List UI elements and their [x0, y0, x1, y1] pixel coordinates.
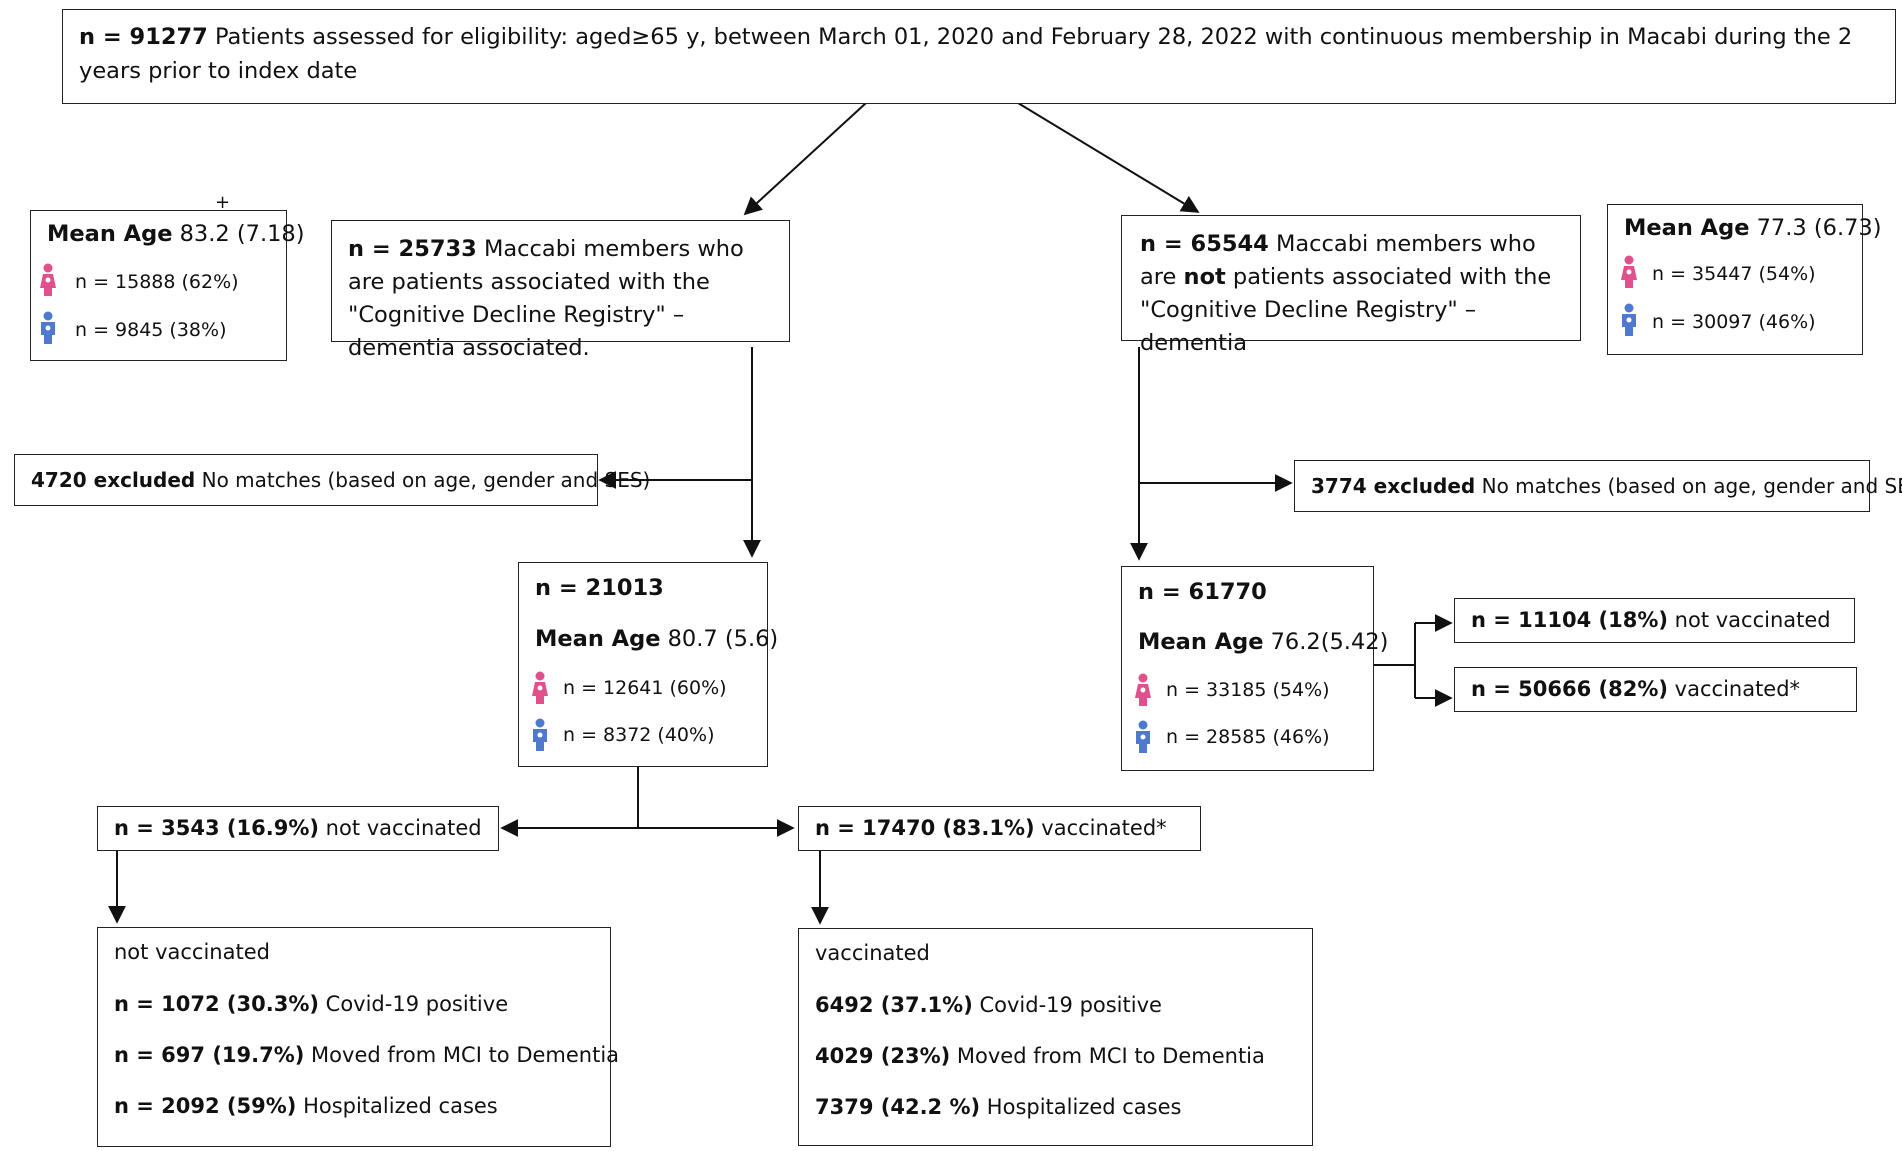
mean-age-value: 83.2 (7.18): [172, 221, 305, 247]
right-stats-mean: Mean Age 77.3 (6.73): [1624, 215, 1882, 242]
right-group-description-1: Maccabi members who are: [1140, 231, 1536, 290]
right-group-box: n = 65544 Maccabi members who are not pa…: [1121, 215, 1581, 356]
outcome-vaccinated-box: vaccinated 6492 (37.1%) Covid-19 positiv…: [798, 928, 1313, 1146]
right-vaccinated-box: n = 50666 (82%) vaccinated*: [1454, 667, 1857, 712]
outcome-count: 6492 (37.1%): [815, 993, 973, 1017]
outcome-count: n = 1072 (30.3%): [114, 992, 319, 1016]
mean-age-label: Mean Age: [47, 221, 173, 247]
right-matched-n: n = 61770: [1138, 579, 1267, 606]
right-stats-box: Mean Age 77.3 (6.73) n = 35447 (54%) n =…: [1607, 204, 1882, 355]
right-stats-female: n = 35447 (54%): [1652, 263, 1816, 285]
right-group-not: not: [1183, 264, 1226, 290]
eligibility-n: n = 91277: [79, 24, 208, 50]
right-vaccinated-label: vaccinated*: [1668, 677, 1801, 701]
outcome-count: 4029 (23%): [815, 1044, 951, 1068]
left-stats-mean: Mean Age 83.2 (7.18): [47, 221, 305, 248]
eligibility-description: Patients assessed for eligibility: aged≥…: [79, 24, 1853, 84]
arrow-top-to-left: [743, 102, 867, 216]
outcome-row: 4029 (23%) Moved from MCI to Dementia: [815, 1044, 1265, 1069]
outcome-row: n = 2092 (59%) Hospitalized cases: [114, 1094, 498, 1119]
outcome-label: Hospitalized cases: [980, 1095, 1182, 1119]
arrow-top-to-right: [1017, 102, 1200, 213]
outcome-vaccinated-title: vaccinated: [815, 941, 930, 965]
female-person-icon: [40, 263, 56, 296]
matched-n-value: n = 21013: [535, 575, 664, 601]
mean-age-label: Mean Age: [535, 626, 661, 652]
right-excluded-reason: No matches (based on age, gender and SES…: [1475, 474, 1902, 498]
left-excluded-box: 4720 excluded No matches (based on age, …: [14, 454, 650, 506]
left-group-n: n = 25733: [348, 236, 477, 262]
female-person-icon: [532, 671, 548, 704]
right-matched-male: n = 28585 (46%): [1166, 726, 1330, 748]
right-excluded-text: 3774 excluded No matches (based on age, …: [1311, 474, 1902, 498]
outcome-not-vaccinated-title: not vaccinated: [114, 940, 270, 964]
right-vaccinated-text: n = 50666 (82%) vaccinated*: [1471, 677, 1800, 702]
right-group-n: n = 65544: [1140, 231, 1269, 257]
right-not-vaccinated-count: n = 11104 (18%): [1471, 608, 1668, 632]
left-vaccinated-text: n = 17470 (83.1%) vaccinated*: [815, 816, 1167, 841]
left-matched-mean: Mean Age 80.7 (5.6): [535, 626, 778, 653]
left-excluded-text: 4720 excluded No matches (based on age, …: [31, 468, 650, 492]
male-person-icon: [1622, 303, 1636, 336]
left-matched-box: n = 21013 Mean Age 80.7 (5.6) n = 12641 …: [518, 562, 778, 767]
left-not-vaccinated-text: n = 3543 (16.9%) not vaccinated: [114, 816, 482, 841]
left-excluded-reason: No matches (based on age, gender and SES…: [195, 468, 651, 492]
right-stats-male: n = 30097 (46%): [1652, 311, 1816, 333]
left-matched-n: n = 21013: [535, 575, 664, 602]
male-person-icon: [1136, 720, 1150, 753]
matched-n-value: n = 61770: [1138, 579, 1267, 605]
outcome-label: Hospitalized cases: [296, 1094, 498, 1118]
left-group-box: n = 25733 Maccabi members who are patien…: [331, 220, 790, 361]
mean-age-value: 80.7 (5.6): [660, 626, 779, 652]
outcome-count: n = 2092 (59%): [114, 1094, 297, 1118]
outcome-row: n = 697 (19.7%) Moved from MCI to Dement…: [114, 1043, 619, 1068]
left-matched-female: n = 12641 (60%): [563, 677, 727, 699]
outcome-label: Covid-19 positive: [318, 992, 509, 1016]
left-vaccinated-box: n = 17470 (83.1%) vaccinated*: [798, 806, 1201, 851]
outcome-row: 6492 (37.1%) Covid-19 positive: [815, 993, 1162, 1018]
eligibility-box: n = 91277 Patients assessed for eligibil…: [62, 9, 1896, 104]
female-person-icon: [1135, 673, 1151, 706]
plus-mark: +: [215, 192, 231, 213]
outcome-count: n = 697 (19.7%): [114, 1043, 305, 1067]
right-vaccinated-count: n = 50666 (82%): [1471, 677, 1668, 701]
outcome-not-vaccinated-box: not vaccinated n = 1072 (30.3%) Covid-19…: [97, 927, 619, 1147]
right-not-vaccinated-box: n = 11104 (18%) not vaccinated: [1454, 598, 1855, 643]
outcome-row: 7379 (42.2 %) Hospitalized cases: [815, 1095, 1181, 1120]
left-vaccinated-label: vaccinated*: [1034, 816, 1167, 840]
male-person-icon: [533, 718, 547, 751]
left-not-vaccinated-box: n = 3543 (16.9%) not vaccinated: [97, 806, 499, 851]
left-stats-female: n = 15888 (62%): [75, 271, 239, 293]
right-matched-mean: Mean Age 76.2(5.42): [1138, 629, 1388, 656]
outcome-label: Covid-19 positive: [972, 993, 1162, 1017]
male-person-icon: [41, 311, 55, 344]
mean-age-value: 77.3 (6.73): [1749, 215, 1882, 241]
right-group-description-2: patients associated with the "Cognitive …: [1140, 264, 1552, 356]
right-group-text: n = 65544 Maccabi members who are not pa…: [1140, 228, 1570, 360]
eligibility-text: n = 91277 Patients assessed for eligibil…: [79, 20, 1879, 88]
mean-age-value: 76.2(5.42): [1263, 629, 1389, 655]
outcome-label: Moved from MCI to Dementia: [304, 1043, 620, 1067]
right-not-vaccinated-text: n = 11104 (18%) not vaccinated: [1471, 608, 1831, 633]
right-matched-box: n = 61770 Mean Age 76.2(5.42) n = 33185 …: [1121, 566, 1388, 771]
female-person-icon: [1621, 255, 1637, 288]
outcome-count: 7379 (42.2 %): [815, 1095, 981, 1119]
right-excluded-box: 3774 excluded No matches (based on age, …: [1294, 460, 1902, 512]
left-stats-box: Mean Age 83.2 (7.18) n = 15888 (62%) n =…: [30, 210, 305, 361]
left-excluded-count: 4720 excluded: [31, 468, 196, 492]
right-matched-female: n = 33185 (54%): [1166, 679, 1330, 701]
left-group-text: n = 25733 Maccabi members who are patien…: [348, 233, 778, 365]
left-stats-male: n = 9845 (38%): [75, 319, 227, 341]
mean-age-label: Mean Age: [1624, 215, 1750, 241]
right-excluded-count: 3774 excluded: [1311, 474, 1476, 498]
left-group-description: Maccabi members who are patients associa…: [348, 236, 744, 361]
outcome-label: Moved from MCI to Dementia: [950, 1044, 1265, 1068]
mean-age-label: Mean Age: [1138, 629, 1264, 655]
left-vaccinated-count: n = 17470 (83.1%): [815, 816, 1035, 840]
outcome-row: n = 1072 (30.3%) Covid-19 positive: [114, 992, 508, 1017]
right-not-vaccinated-label: not vaccinated: [1668, 608, 1831, 632]
left-matched-male: n = 8372 (40%): [563, 724, 715, 746]
left-not-vaccinated-label: not vaccinated: [318, 816, 482, 840]
left-not-vaccinated-count: n = 3543 (16.9%): [114, 816, 319, 840]
